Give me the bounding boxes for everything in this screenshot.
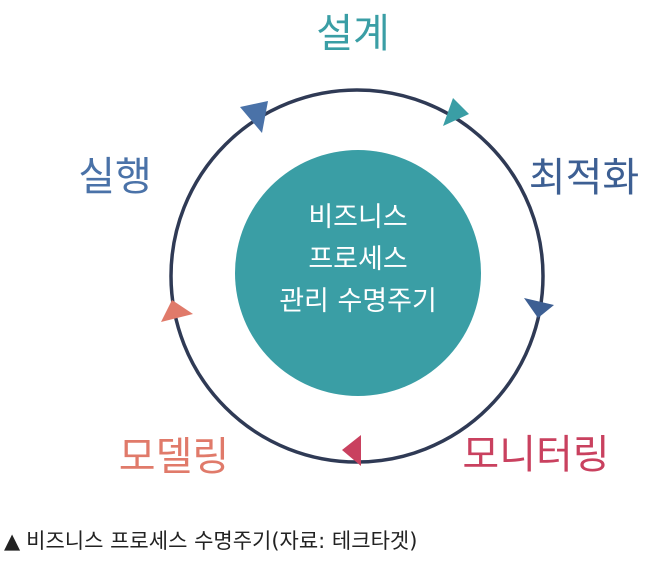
arrow-execute-icon	[240, 101, 268, 133]
arrow-modeling-icon	[161, 300, 193, 322]
center-line-3: 관리 수명주기	[279, 286, 437, 317]
caption-text: 비즈니스 프로세스 수명주기(자료: 테크타겟)	[26, 529, 418, 553]
stage-label-execute: 실행	[78, 154, 152, 200]
stage-label-design: 설계	[316, 11, 390, 57]
center-line-1: 비즈니스	[308, 202, 407, 233]
center-line-2: 프로세스	[308, 244, 407, 275]
triangle-marker-icon: ▲	[4, 529, 21, 553]
arrow-monitor-icon	[342, 435, 361, 466]
stage-label-modeling: 모델링	[119, 434, 229, 480]
figure-caption: ▲비즈니스 프로세스 수명주기(자료: 테크타겟)	[4, 525, 417, 555]
arrow-optimize-icon	[524, 298, 554, 318]
stage-label-monitor: 모니터링	[462, 432, 609, 478]
arrow-design-icon	[443, 98, 469, 126]
stage-label-optimize: 최적화	[529, 155, 639, 201]
center-disc	[235, 150, 481, 396]
